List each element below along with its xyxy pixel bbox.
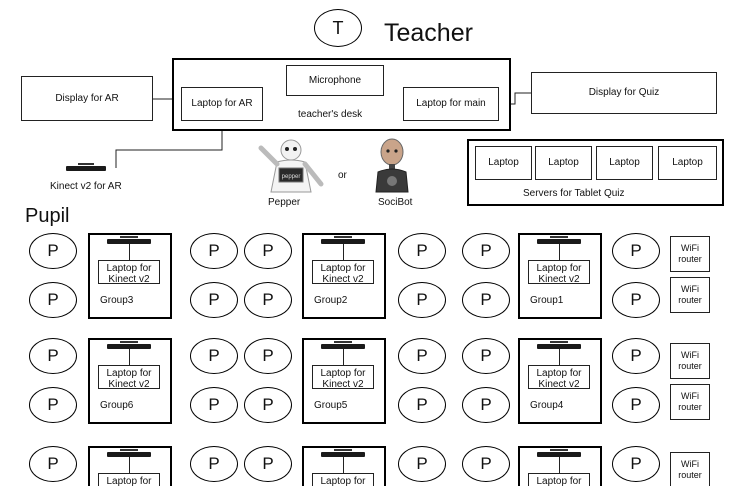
connector-stem [129,349,130,367]
kinect-ar-label: Kinect v2 for AR [50,181,122,192]
pepper-label: Pepper [268,197,301,208]
teacher-symbol: T [314,9,362,47]
pupil-symbol: P [29,446,77,482]
microphone-box: Microphone [286,65,384,96]
pupil-symbol: P [462,282,510,318]
laptop-for-kinect-box: Laptop for Kinect v2 [312,365,374,389]
pupil-symbol: P [190,233,238,269]
kinect-icon [321,236,365,244]
pupil-symbol: P [190,387,238,423]
group-label: Group5 [314,400,348,411]
connector-stem [129,244,130,262]
laptop-for-main-box: Laptop for main [403,87,499,121]
pepper-robot-icon: pepper [255,136,327,194]
socibot-label: SociBot [378,197,413,208]
laptop-for-ar-box: Laptop for AR [181,87,263,121]
pupil-symbol: P [612,338,660,374]
group-label: Group4 [530,400,564,411]
laptop-for-kinect-box: Laptop for Kinect v2 [528,365,590,389]
wifi-router-box: WiFi router [670,452,710,486]
pupil-symbol: P [612,282,660,318]
connector-stem [559,349,560,367]
server-laptop-1: Laptop [475,146,532,180]
kinect-icon [107,341,151,349]
laptop-for-kinect-box: Laptop for Kinect v2 [528,473,590,486]
connector-stem [559,457,560,475]
server-laptop-4: Laptop [658,146,717,180]
pupil-symbol: P [462,387,510,423]
pupil-symbol: P [29,387,77,423]
connector-stem [343,349,344,367]
pupil-symbol: P [29,282,77,318]
pupil-symbol: P [29,233,77,269]
pupil-symbol: P [244,282,292,318]
wifi-router-box: WiFi router [670,277,710,313]
teacher-label: Teacher [384,19,473,47]
pupil-symbol: P [462,446,510,482]
connector-stem [343,457,344,475]
laptop-for-kinect-box: Laptop for Kinect v2 [312,473,374,486]
connector-stem [129,457,130,475]
pupil-symbol: P [462,233,510,269]
laptop-for-kinect-box: Laptop for Kinect v2 [98,365,160,389]
wifi-router-box: WiFi router [670,343,710,379]
pupil-symbol: P [244,233,292,269]
pepper-tablet-text: pepper [282,174,301,180]
kinect-icon [537,449,581,457]
pupil-symbol: P [398,387,446,423]
kinect-icon [107,449,151,457]
teachers-desk-label: teacher's desk [298,109,363,120]
kinect-icon [537,236,581,244]
pupil-symbol: P [29,338,77,374]
server-laptop-3: Laptop [596,146,653,180]
kinect-icon [66,163,106,171]
laptop-for-kinect-box: Laptop for Kinect v2 [98,473,160,486]
wifi-router-box: WiFi router [670,384,710,420]
laptop-for-kinect-box: Laptop for Kinect v2 [98,260,160,284]
pupil-symbol: P [244,446,292,482]
kinect-icon [321,449,365,457]
server-laptop-2: Laptop [535,146,592,180]
display-for-ar-box: Display for AR [21,76,153,121]
kinect-icon [107,236,151,244]
connector-stem [343,244,344,262]
kinect-icon [537,341,581,349]
pupil-symbol: P [398,282,446,318]
pupil-symbol: P [398,233,446,269]
group-label: Group1 [530,295,564,306]
pupil-symbol: P [398,338,446,374]
or-label: or [338,170,347,181]
group-label: Group3 [100,295,134,306]
pupil-symbol: P [190,282,238,318]
pupil-symbol: P [190,446,238,482]
pupil-symbol: P [398,446,446,482]
group-label: Group2 [314,295,348,306]
pupil-symbol: P [612,233,660,269]
connector-line [115,121,223,168]
pupil-symbol: P [612,387,660,423]
socibot-robot-icon [372,136,412,194]
display-for-quiz-box: Display for Quiz [531,72,717,114]
laptop-for-kinect-box: Laptop for Kinect v2 [528,260,590,284]
connector-stem [559,244,560,262]
pupil-symbol: P [612,446,660,482]
laptop-for-kinect-box: Laptop for Kinect v2 [312,260,374,284]
pupil-symbol: P [190,338,238,374]
wifi-router-box: WiFi router [670,236,710,272]
group-label: Group6 [100,400,134,411]
pupil-symbol: P [244,338,292,374]
pupil-symbol: P [462,338,510,374]
kinect-icon [321,341,365,349]
pupil-label: Pupil [25,205,70,227]
pupil-symbol: P [244,387,292,423]
servers-label: Servers for Tablet Quiz [523,188,625,199]
